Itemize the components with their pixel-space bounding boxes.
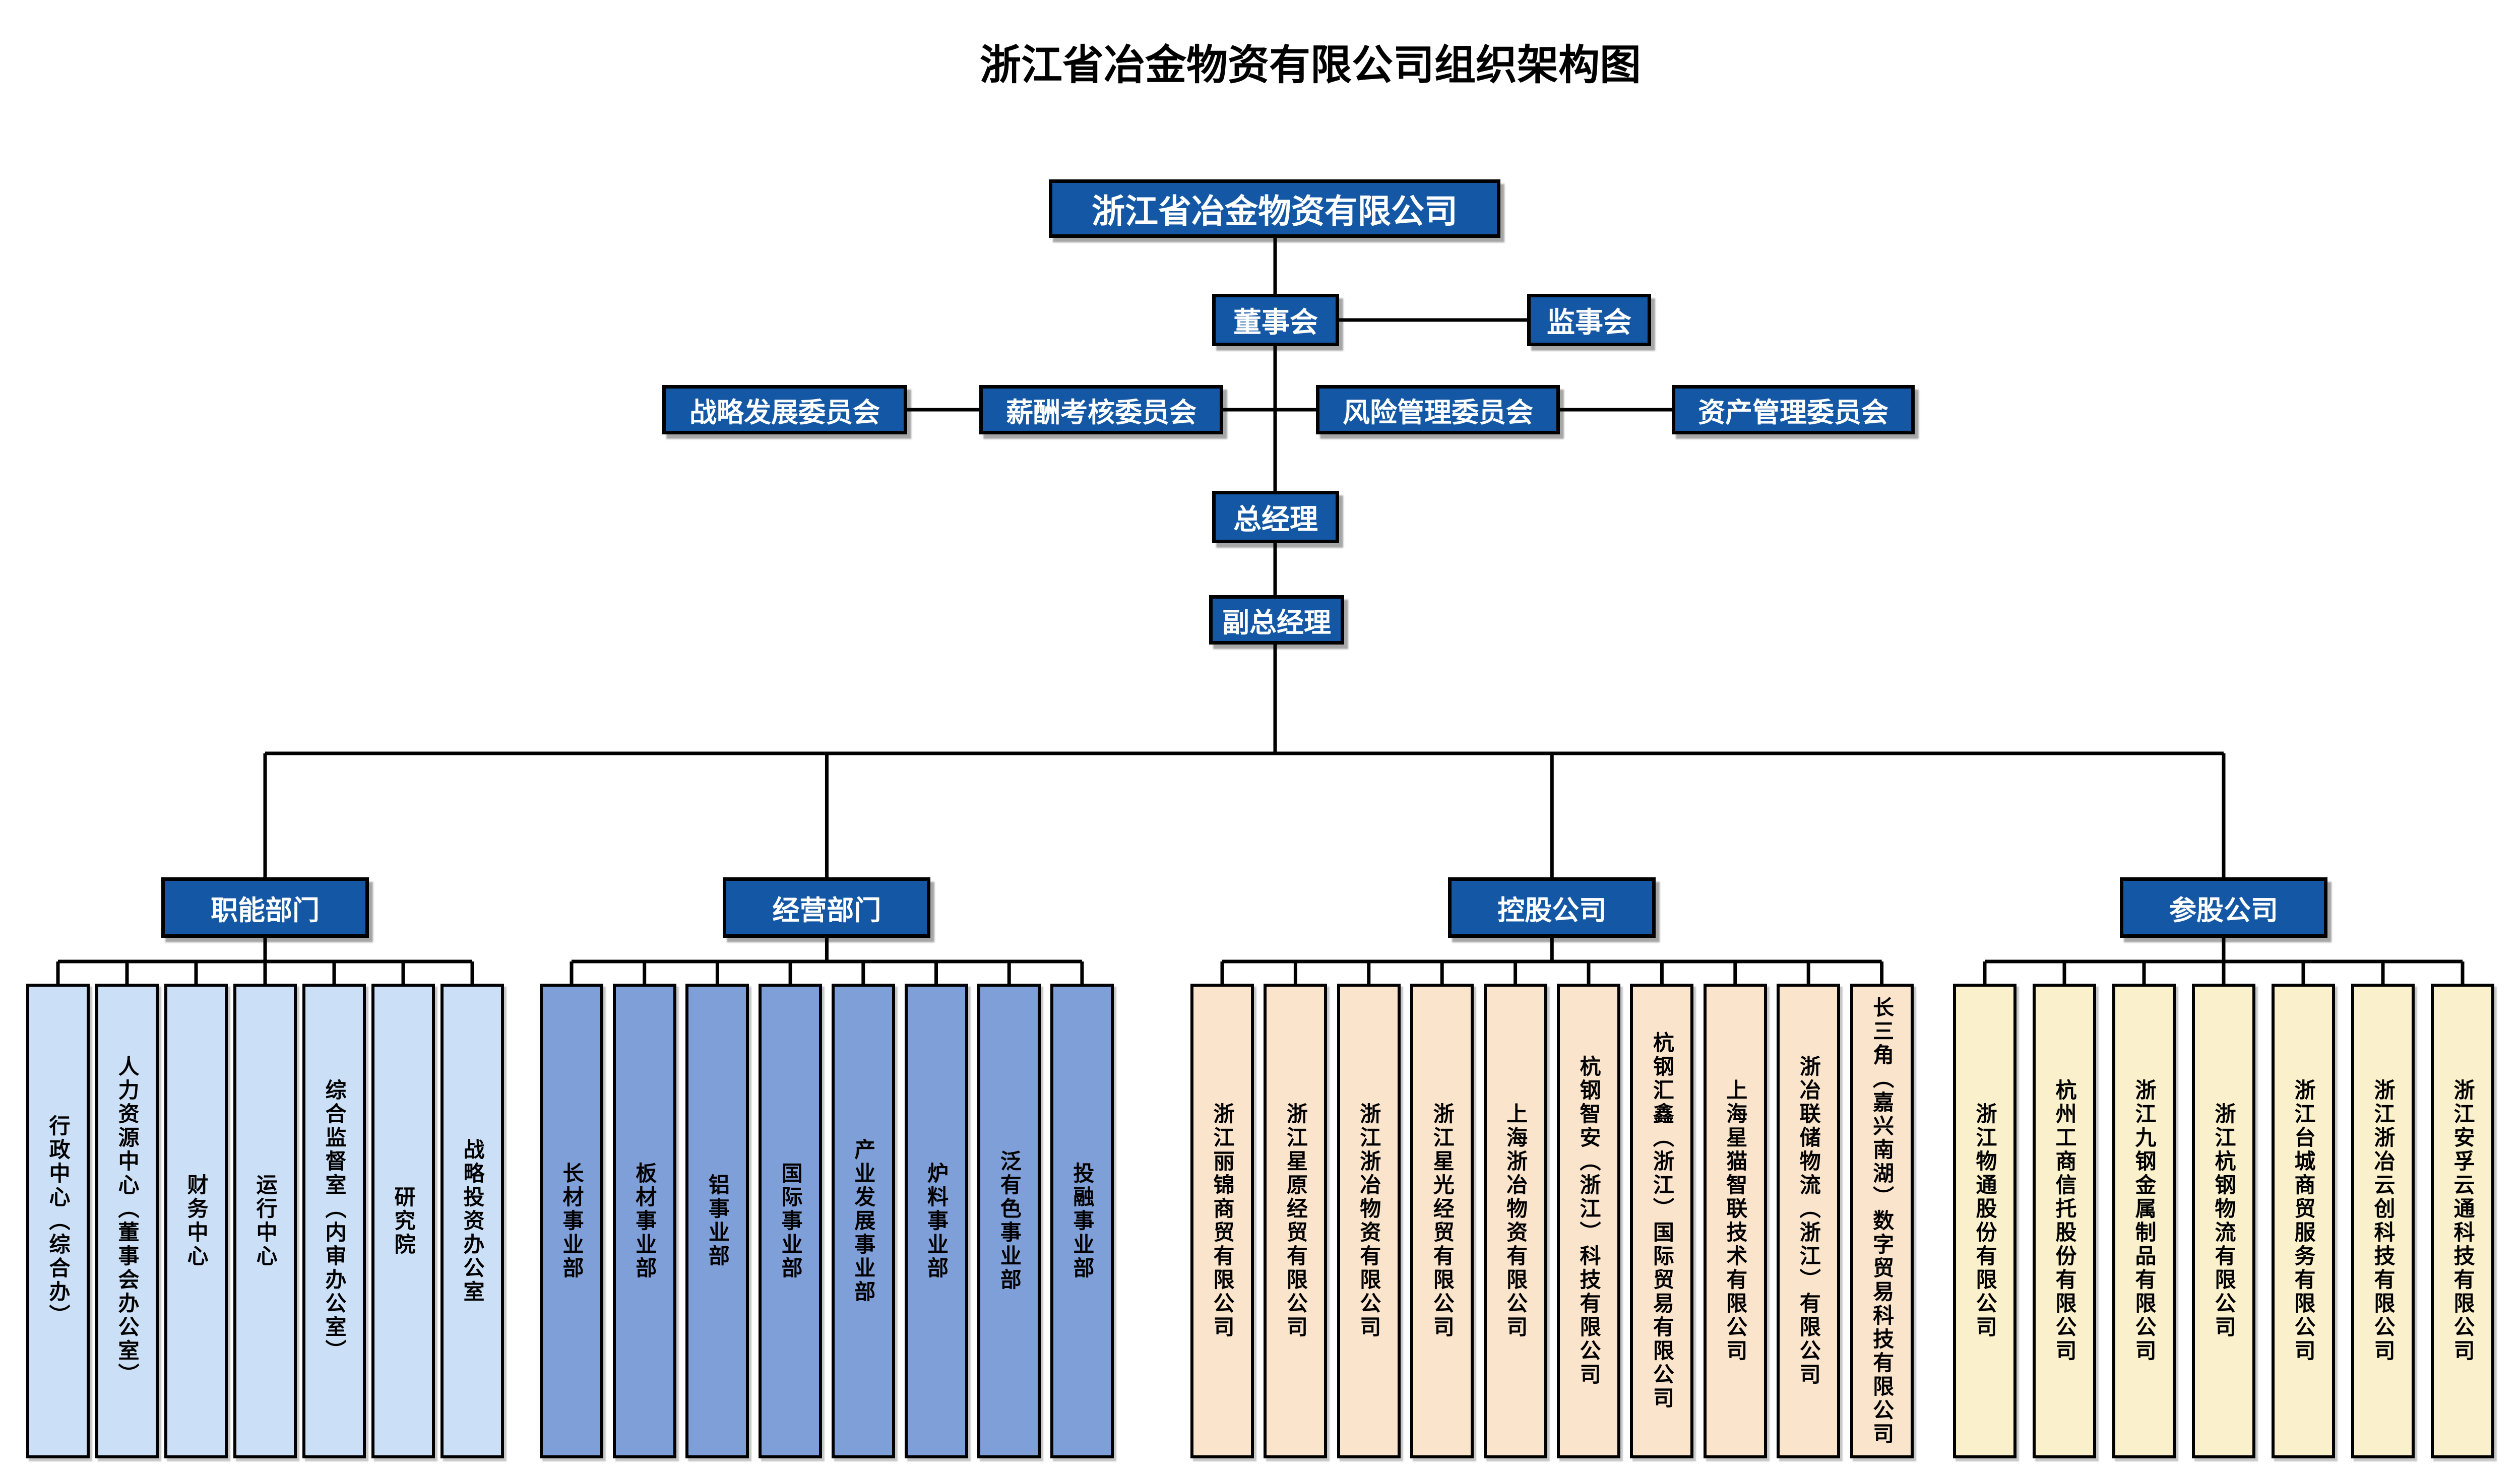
child-node: 杭州工商信托股份有限公司 [2033, 984, 2096, 1458]
child-node-label: 人力资源中心（董事会办公室） [115, 1055, 140, 1387]
branch-header-1: 经营部门 [723, 877, 931, 938]
child-node: 板材事业部 [612, 984, 676, 1458]
child-node-label: 浙江物通股份有限公司 [1973, 1103, 1997, 1339]
child-node-label: 产业发展事业部 [851, 1138, 876, 1304]
general-manager-node: 总经理 [1212, 491, 1339, 543]
branch-header-3: 参股公司 [2120, 877, 2327, 938]
child-node: 综合监督室（内审办公室） [302, 984, 366, 1458]
child-node-label: 浙江浙冶物资有限公司 [1356, 1103, 1381, 1339]
org-chart-title: 浙江省冶金物资有限公司组织架构图 [979, 41, 1642, 89]
strategy-development-committee-node: 战略发展委员会 [662, 385, 907, 434]
child-node-label: 浙江丽锦商贸有限公司 [1210, 1103, 1235, 1339]
child-node-label: 泛有色事业部 [997, 1150, 1022, 1292]
child-node-label: 浙江星原经贸有限公司 [1283, 1103, 1308, 1339]
child-node: 浙江星原经贸有限公司 [1264, 984, 1328, 1458]
child-node: 浙冶联储物流（浙江）有限公司 [1777, 984, 1841, 1458]
child-node: 浙江浙冶云创科技有限公司 [2351, 984, 2415, 1458]
child-node-label: 财务中心 [184, 1174, 209, 1268]
child-node-label: 行政中心（综合办） [46, 1114, 71, 1328]
child-node: 战略投资办公室 [440, 984, 504, 1458]
child-node: 上海浙冶物资有限公司 [1483, 984, 1547, 1458]
child-node: 浙江杭钢物流有限公司 [2192, 984, 2255, 1458]
child-node: 产业发展事业部 [831, 984, 895, 1458]
child-node: 铝事业部 [685, 984, 749, 1458]
child-node-label: 浙江浙冶云创科技有限公司 [2371, 1079, 2396, 1363]
child-node: 浙江物通股份有限公司 [1953, 984, 2017, 1458]
child-node-label: 浙江台城商贸服务有限公司 [2291, 1079, 2316, 1363]
child-node-label: 上海浙冶物资有限公司 [1503, 1103, 1528, 1339]
child-node: 人力资源中心（董事会办公室） [95, 984, 159, 1458]
child-node-label: 长三角（嘉兴南湖）数字贸易科技有限公司 [1869, 996, 1895, 1446]
child-node-label: 浙江安孚云通科技有限公司 [2450, 1079, 2475, 1363]
child-node: 杭钢智安（浙江）科技有限公司 [1557, 984, 1620, 1458]
child-node: 泛有色事业部 [977, 984, 1041, 1458]
child-node: 浙江安孚云通科技有限公司 [2431, 984, 2494, 1458]
child-node-label: 投融事业部 [1069, 1162, 1095, 1280]
deputy-general-manager-node: 副总经理 [1209, 595, 1344, 645]
child-node: 长材事业部 [540, 984, 603, 1458]
child-node: 浙江浙冶物资有限公司 [1337, 984, 1401, 1458]
compensation-assessment-committee-node: 薪酬考核委员会 [979, 385, 1223, 434]
child-node: 浙江丽锦商贸有限公司 [1190, 984, 1254, 1458]
branch-header-2: 控股公司 [1448, 877, 1656, 938]
child-node: 运行中心 [233, 984, 297, 1458]
child-node-label: 炉料事业部 [924, 1162, 949, 1280]
child-node: 浙江星光经贸有限公司 [1410, 984, 1474, 1458]
child-node: 行政中心（综合办） [26, 984, 90, 1458]
child-node: 上海星猫智联技术有限公司 [1703, 984, 1767, 1458]
child-node-label: 杭州工商信托股份有限公司 [2052, 1079, 2077, 1363]
child-node: 长三角（嘉兴南湖）数字贸易科技有限公司 [1850, 984, 1914, 1458]
child-node-label: 长材事业部 [559, 1162, 584, 1280]
child-node-label: 研究院 [391, 1185, 416, 1257]
root-company-node: 浙江省冶金物资有限公司 [1049, 179, 1500, 238]
child-node-label: 浙江九钢金属制品有限公司 [2132, 1079, 2157, 1363]
asset-management-committee-node: 资产管理委员会 [1672, 385, 1915, 434]
child-node-label: 铝事业部 [705, 1174, 730, 1268]
child-node-label: 战略投资办公室 [460, 1138, 485, 1304]
child-node: 浙江九钢金属制品有限公司 [2112, 984, 2176, 1458]
child-node-label: 浙冶联储物流（浙江）有限公司 [1796, 1055, 1821, 1387]
branch-header-0: 职能部门 [161, 877, 369, 938]
child-node-label: 综合监督室（内审办公室） [322, 1079, 347, 1363]
child-node: 投融事业部 [1050, 984, 1114, 1458]
risk-management-committee-node: 风险管理委员会 [1316, 385, 1560, 434]
child-node: 财务中心 [164, 984, 228, 1458]
child-node-label: 上海星猫智联技术有限公司 [1723, 1079, 1748, 1363]
child-node: 研究院 [371, 984, 435, 1458]
child-node-label: 浙江杭钢物流有限公司 [2212, 1103, 2236, 1339]
child-node-label: 运行中心 [253, 1174, 278, 1268]
child-node: 炉料事业部 [904, 984, 968, 1458]
child-node: 国际事业部 [759, 984, 823, 1458]
child-node-label: 浙江星光经贸有限公司 [1430, 1103, 1455, 1339]
child-node-label: 杭钢汇鑫（浙江）国际贸易有限公司 [1650, 1032, 1675, 1410]
child-node: 浙江台城商贸服务有限公司 [2272, 984, 2335, 1458]
board-of-directors-node: 董事会 [1212, 294, 1339, 346]
supervisory-board-node: 监事会 [1527, 294, 1651, 346]
child-node-label: 杭钢智安（浙江）科技有限公司 [1577, 1055, 1601, 1387]
child-node-label: 板材事业部 [632, 1162, 657, 1280]
child-node-label: 国际事业部 [778, 1162, 803, 1280]
child-node: 杭钢汇鑫（浙江）国际贸易有限公司 [1630, 984, 1694, 1458]
